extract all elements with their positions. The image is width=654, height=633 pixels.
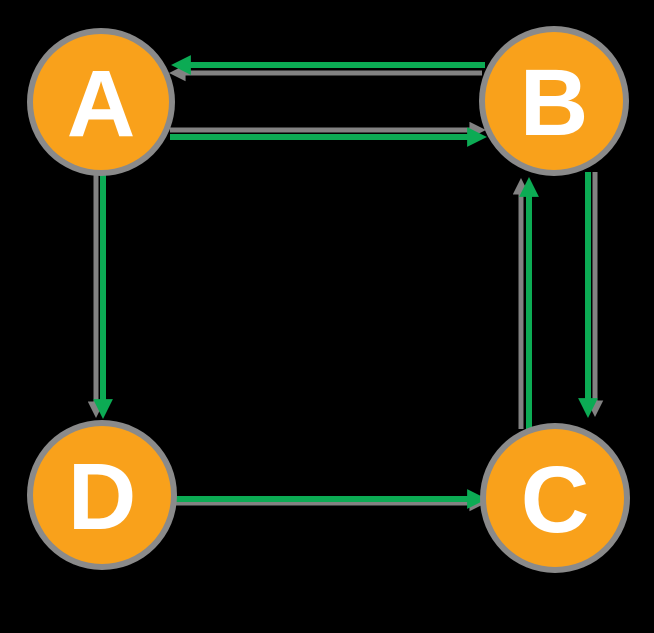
node-A: A [27, 28, 175, 176]
node-C-label: C [521, 447, 590, 553]
node-C-circle [486, 429, 624, 567]
node-A-label: A [67, 51, 136, 157]
node-B-circle [485, 32, 623, 170]
edges-layer [87, 55, 604, 512]
node-D: D [27, 420, 177, 570]
node-B: B [479, 26, 629, 176]
node-D-label: D [68, 444, 137, 550]
node-C: C [480, 423, 630, 573]
node-D-circle [33, 426, 171, 564]
nodes-layer: A B C D [27, 26, 630, 573]
node-A-circle [33, 34, 169, 170]
node-B-label: B [520, 50, 589, 156]
